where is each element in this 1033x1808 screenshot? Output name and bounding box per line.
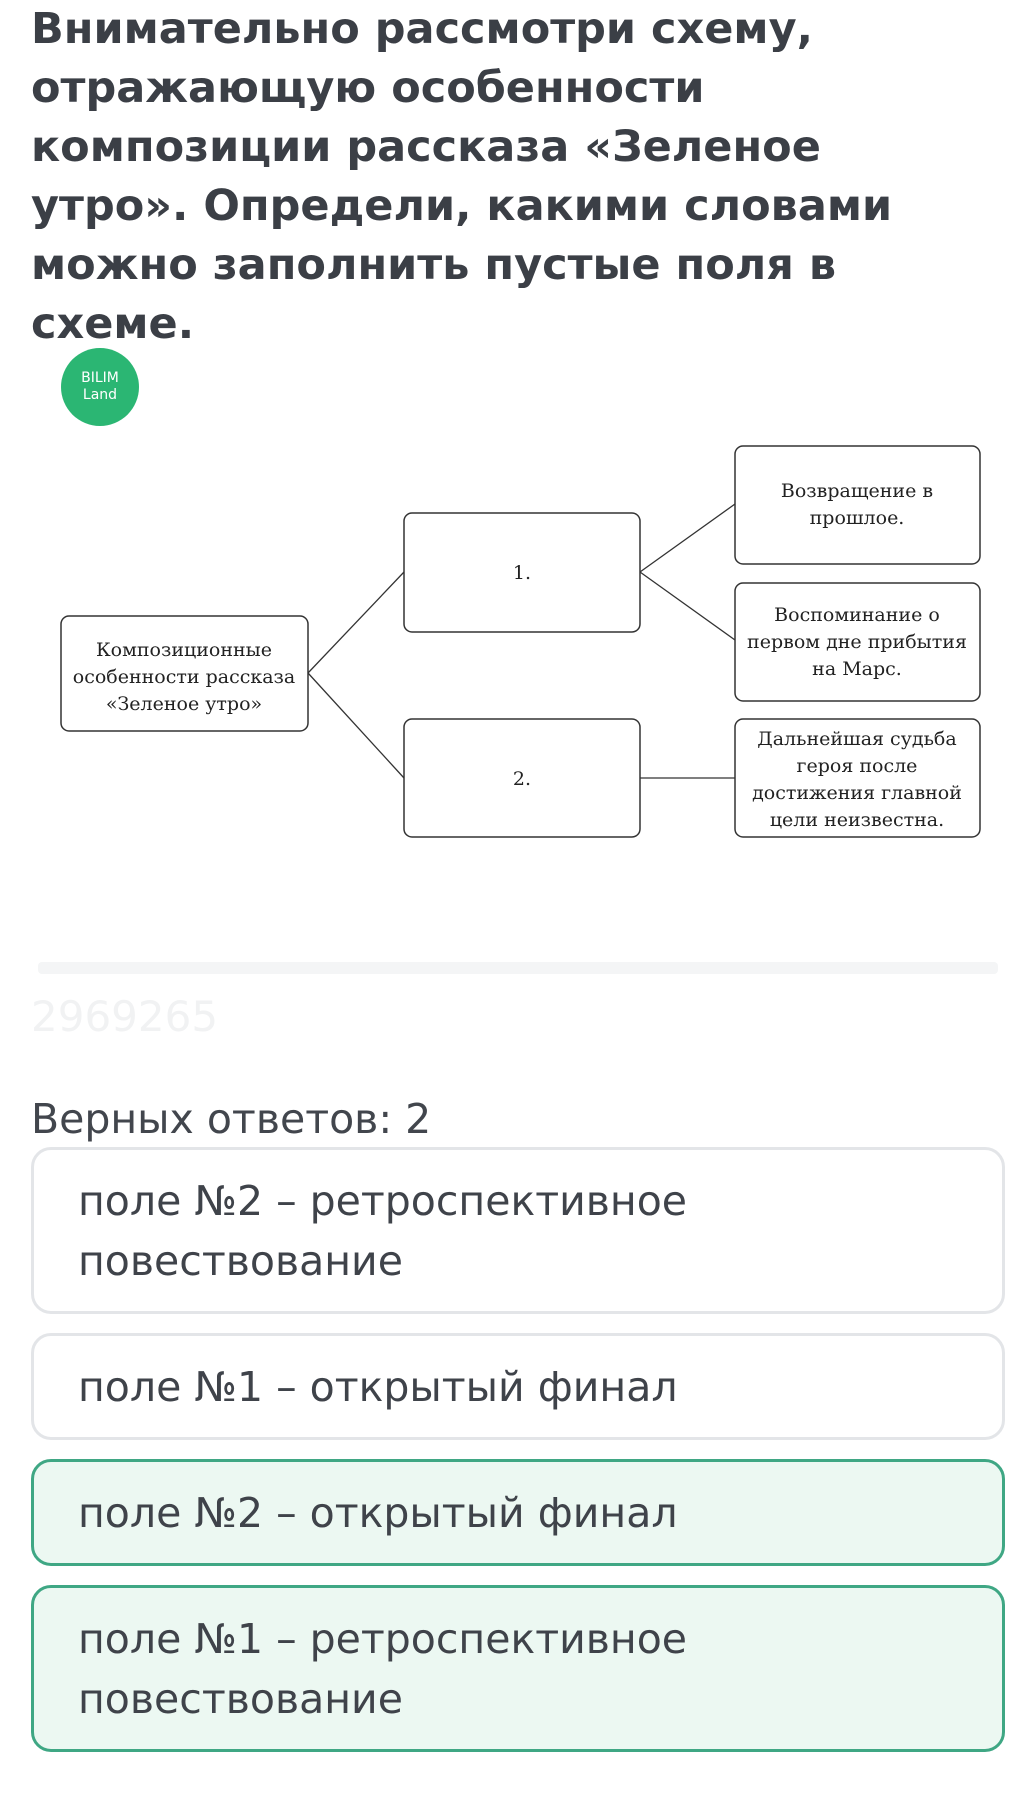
answer-option[interactable]: поле №1 – открытый финал <box>31 1333 1005 1440</box>
connector-root-field1 <box>307 571 405 674</box>
field-2-number: 2. <box>513 768 531 790</box>
root-line: «Зеленое утро» <box>106 693 262 715</box>
logo-line-1: BILIM <box>81 370 119 386</box>
bilimland-logo: BILIM Land <box>61 348 139 426</box>
logo-line-2: Land <box>82 387 118 403</box>
leaf-node-flashback: Возвращение в прошлое. <box>734 445 981 565</box>
connector-field1-leaf2 <box>639 571 736 641</box>
answer-option[interactable]: поле №2 – открытый финал <box>31 1459 1005 1566</box>
blank-field-2: 2. <box>403 718 641 838</box>
leaf-line: Воспоминание о <box>774 604 940 626</box>
answer-option[interactable]: поле №2 – ретроспективное повествование <box>31 1147 1005 1314</box>
composition-diagram: Композиционные особенности рассказа «Зел… <box>60 445 981 838</box>
root-line: Композиционные <box>96 639 272 661</box>
question-text: Внимательно рассмотри схему, отражающую … <box>31 4 893 349</box>
answer-option-label: поле №2 – открытый финал <box>78 1488 678 1537</box>
answer-option-label: поле №1 – открытый финал <box>78 1362 678 1411</box>
leaf-line: на Марс. <box>812 658 902 680</box>
leaf-line: Возвращение в <box>781 480 933 502</box>
field-1-number: 1. <box>513 562 531 584</box>
leaf-line: достижения главной <box>752 782 962 804</box>
leaf-line: цели неизвестна. <box>770 809 944 831</box>
answer-option-label: поле №2 – ретроспективное повествование <box>78 1176 688 1285</box>
answer-option[interactable]: поле №1 – ретроспективное повествование <box>31 1585 1005 1752</box>
leaf-line: Дальнейшая судьба <box>757 728 956 750</box>
leaf-node-memory: Воспоминание о первом дне прибытия на Ма… <box>734 582 981 702</box>
leaf-line: героя после <box>797 755 918 777</box>
connector-field1-leaf1 <box>639 503 736 573</box>
answer-option-label: поле №1 – ретроспективное повествование <box>78 1614 688 1723</box>
divider <box>38 962 998 974</box>
connector-root-field2 <box>307 672 405 779</box>
task-id-watermark: 2969265 <box>31 992 219 1041</box>
blank-field-1: 1. <box>403 512 641 633</box>
root-node: Композиционные особенности рассказа «Зел… <box>60 615 309 732</box>
correct-answers-count: Верных ответов: 2 <box>31 1095 432 1143</box>
leaf-line: прошлое. <box>810 507 905 529</box>
leaf-node-open-ending: Дальнейшая судьба героя после достижения… <box>734 718 981 838</box>
leaf-line: первом дне прибытия <box>747 631 967 653</box>
root-line: особенности рассказа <box>73 666 296 688</box>
